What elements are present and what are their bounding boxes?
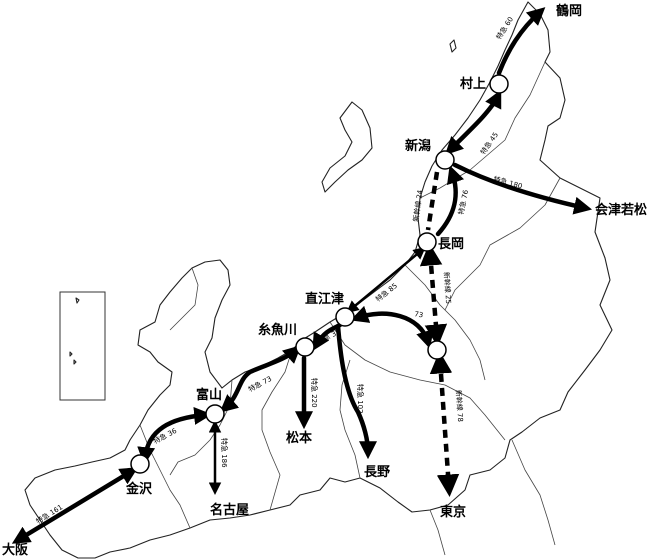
label-tsuruoka: 鶴岡	[556, 3, 582, 19]
route-naoetsu-takasaki	[350, 305, 434, 349]
station-itoigawa	[295, 337, 315, 357]
station-naoetsu	[335, 307, 355, 327]
label-route-takasaki-tokyo: 新幹線 78	[454, 390, 465, 423]
label-kanazawa: 金沢	[125, 481, 153, 497]
route-niigata-nagaoka-express	[435, 165, 465, 237]
route-niigata-nagaoka-shinkansen	[425, 171, 440, 231]
station-nagaoka	[417, 232, 437, 252]
label-naoetsu: 直江津	[305, 291, 344, 307]
route-niigata-murakami	[444, 89, 502, 156]
label-murakami: 村上	[460, 76, 486, 92]
station-niigata	[435, 150, 455, 170]
route-naoetsu-nagaoka	[346, 246, 426, 314]
route-naoetsu-nagano	[335, 323, 377, 460]
label-matsumoto: 松本	[286, 430, 312, 446]
label-aizu: 会津若松	[595, 202, 647, 218]
route-osaka-kanazawa	[11, 467, 139, 544]
route-toyama-itoigawa	[219, 345, 302, 413]
route-takasaki-tokyo-shinkansen	[429, 351, 460, 497]
station-kanazawa	[130, 454, 150, 474]
awashima-island	[449, 39, 457, 53]
label-nagano: 長野	[364, 465, 390, 480]
station-takasaki	[427, 340, 447, 360]
route-kanazawa-toyama	[137, 406, 213, 466]
label-route-nagaoka-tokyo: 新幹線 25	[442, 272, 453, 305]
label-route-naoetsu-nagano: 特急 102	[356, 384, 365, 414]
inset-box	[59, 291, 106, 401]
label-route-naoetsu-takasaki: 73	[414, 310, 424, 319]
station-murakami	[489, 74, 509, 94]
coastline	[24, 1, 613, 559]
station-toyama	[205, 404, 225, 424]
label-nagoya: 名古屋	[210, 502, 249, 518]
label-osaka: 大阪	[2, 542, 29, 558]
route-niigata-aizu	[452, 162, 593, 215]
label-tokyo: 東京	[440, 504, 466, 520]
route-murakami-tsuruoka	[496, 7, 546, 76]
route-nagaoka-tokyo-shinkansen	[419, 243, 448, 347]
label-itoigawa: 糸魚川	[258, 322, 297, 338]
label-toyama: 富山	[196, 387, 222, 403]
sado-island	[321, 101, 373, 193]
label-route-itoigawa-matsumoto: 特急 220	[310, 378, 319, 408]
label-niigata: 新潟	[405, 138, 431, 154]
label-route-toyama-nagoya: 特急 186	[220, 438, 229, 468]
label-nagaoka: 長岡	[438, 237, 464, 252]
